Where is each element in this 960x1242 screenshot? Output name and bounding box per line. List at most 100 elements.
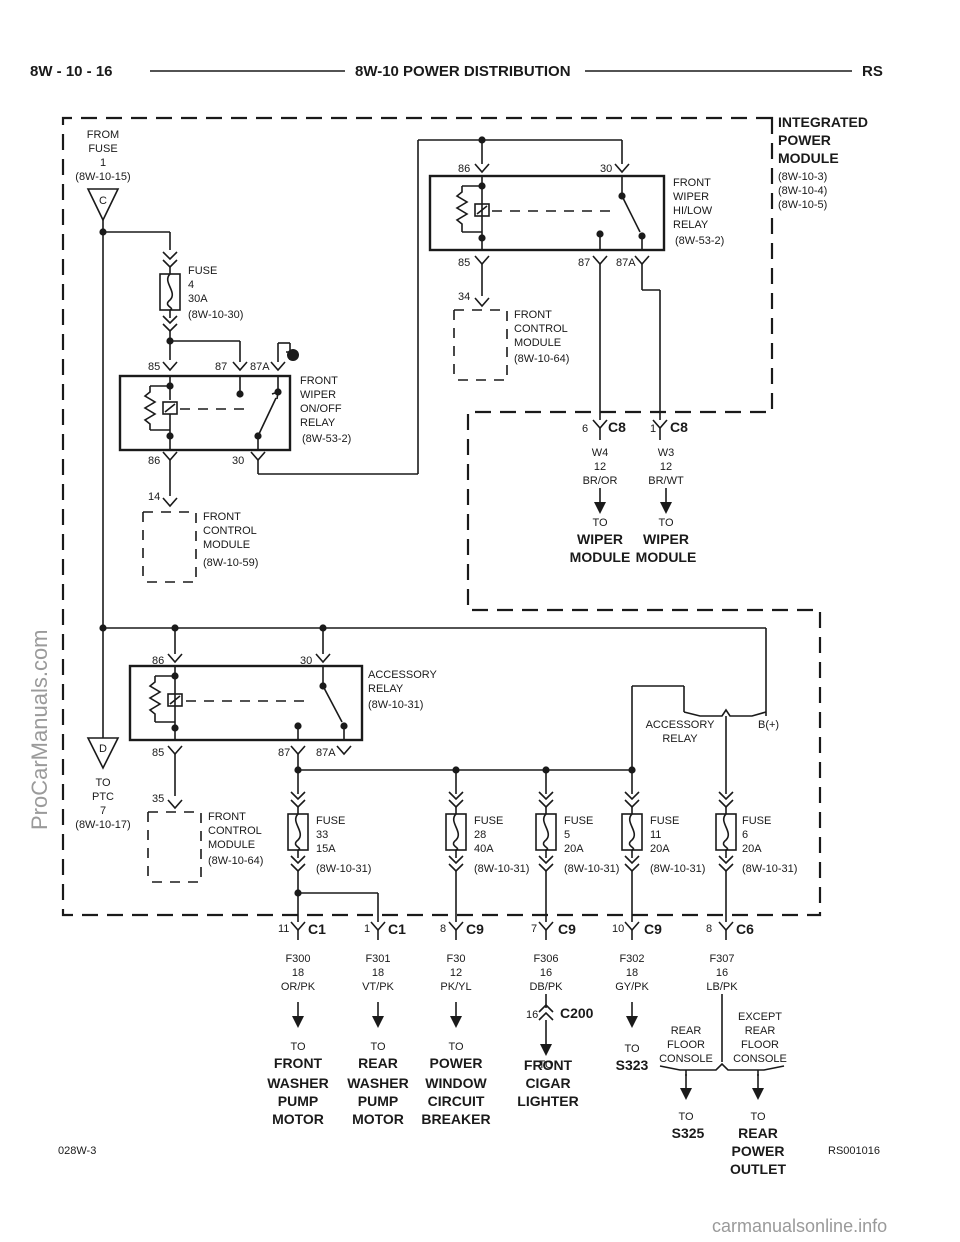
svg-text:BR/OR: BR/OR — [583, 475, 618, 487]
svg-text:ACCESSORY: ACCESSORY — [368, 669, 438, 681]
svg-text:(8W-10-31): (8W-10-31) — [742, 863, 797, 875]
svg-text:86: 86 — [148, 455, 160, 467]
svg-text:(8W-10-3): (8W-10-3) — [778, 171, 827, 183]
svg-text:7: 7 — [531, 923, 537, 935]
svg-text:86: 86 — [152, 655, 164, 667]
accessory-relay: 86 30 85 87 87A ACCESSORY RELAY (8W-10-3… — [128, 653, 438, 759]
header-left: 8W - 10 - 16 — [30, 63, 113, 80]
svg-text:REAR: REAR — [671, 1025, 702, 1037]
svg-text:TO: TO — [370, 1041, 386, 1053]
svg-text:FUSE: FUSE — [742, 815, 771, 827]
svg-text:WIPER: WIPER — [673, 191, 709, 203]
svg-text:C9: C9 — [466, 921, 484, 937]
svg-text:5: 5 — [564, 829, 570, 841]
output-c6: 8 C6 F307 16 LB/PK — [706, 921, 754, 1062]
svg-text:C8: C8 — [608, 419, 626, 435]
svg-text:C8: C8 — [670, 419, 688, 435]
svg-text:86: 86 — [458, 163, 470, 175]
svg-text:FUSE: FUSE — [474, 815, 503, 827]
fcm-a: 34 FRONT CONTROL MODULE (8W-10-64) — [453, 291, 569, 381]
svg-text:WIPER: WIPER — [300, 389, 336, 401]
svg-text:FRONT: FRONT — [274, 1055, 323, 1071]
header-center: 8W-10 POWER DISTRIBUTION — [355, 63, 571, 80]
footer-left: 028W-3 — [58, 1145, 96, 1157]
relay-hi-low: 86 30 85 87 87A FRONT WIPER HI/LOW RELAY… — [428, 163, 724, 269]
output-cigar-lighter: 7 C9 F306 16 DB/PK 16 C200 TO FRONT CIGA… — [517, 921, 593, 1109]
svg-text:(8W-10-31): (8W-10-31) — [650, 863, 705, 875]
svg-text:87: 87 — [578, 257, 590, 269]
svg-text:VT/PK: VT/PK — [362, 981, 394, 993]
svg-text:FUSE: FUSE — [88, 143, 117, 155]
svg-text:FUSE: FUSE — [650, 815, 679, 827]
svg-text:OR/PK: OR/PK — [281, 981, 316, 993]
svg-text:MOTOR: MOTOR — [272, 1111, 324, 1127]
fcm-b: 14 FRONT CONTROL MODULE (8W-10-59) — [142, 491, 258, 583]
svg-text:C200: C200 — [560, 1005, 594, 1021]
svg-text:DB/PK: DB/PK — [529, 981, 563, 993]
svg-text:30: 30 — [600, 163, 612, 175]
svg-text:(8W-53-2): (8W-53-2) — [302, 433, 351, 445]
svg-text:MODULE: MODULE — [570, 549, 631, 565]
output-rear-washer: 1 C1 F301 18 VT/PK TO REAR WASHER PUMP M… — [347, 921, 408, 1127]
svg-text:TO: TO — [592, 517, 608, 529]
fcm-c: 35 FRONT CONTROL MODULE (8W-10-64) — [147, 793, 263, 883]
svg-text:C1: C1 — [308, 921, 326, 937]
svg-text:C: C — [99, 195, 107, 207]
svg-text:(8W-10-31): (8W-10-31) — [368, 699, 423, 711]
svg-text:FRONT: FRONT — [208, 811, 246, 823]
svg-text:(8W-10-31): (8W-10-31) — [316, 863, 371, 875]
svg-text:87A: 87A — [316, 747, 336, 759]
svg-text:CONSOLE: CONSOLE — [733, 1053, 787, 1065]
fuse-28: FUSE 28 40A (8W-10-31) — [445, 791, 529, 875]
svg-text:CIRCUIT: CIRCUIT — [428, 1093, 485, 1109]
svg-text:MODULE: MODULE — [203, 539, 250, 551]
svg-text:28: 28 — [474, 829, 486, 841]
svg-text:(8W-10-4): (8W-10-4) — [778, 185, 827, 197]
svg-text:20A: 20A — [742, 843, 762, 855]
svg-text:MOTOR: MOTOR — [352, 1111, 404, 1127]
svg-text:FLOOR: FLOOR — [741, 1039, 779, 1051]
relay-on-off: 85 87 87A 86 30 FRONT — [118, 342, 351, 467]
svg-text:WASHER: WASHER — [267, 1075, 328, 1091]
rear-console-split: REAR FLOOR CONSOLE EXCEPT REAR FLOOR CON… — [659, 1011, 787, 1177]
svg-text:1: 1 — [100, 157, 106, 169]
svg-text:PUMP: PUMP — [358, 1093, 398, 1109]
connector-c: C — [86, 188, 120, 222]
svg-text:C9: C9 — [558, 921, 576, 937]
svg-text:F30: F30 — [447, 953, 466, 965]
svg-text:FLOOR: FLOOR — [667, 1039, 705, 1051]
footer-right: RS001016 — [828, 1145, 880, 1157]
svg-text:TO: TO — [448, 1041, 464, 1053]
svg-text:EXCEPT: EXCEPT — [738, 1011, 782, 1023]
svg-text:OUTLET: OUTLET — [730, 1161, 786, 1177]
svg-text:30: 30 — [300, 655, 312, 667]
svg-text:TO: TO — [95, 777, 111, 789]
connector-d: D TO PTC 7 (8W-10-17) — [75, 737, 131, 831]
fuse-4: FUSE 4 30A (8W-10-30) — [159, 251, 243, 332]
svg-text:11: 11 — [278, 923, 289, 935]
svg-text:W4: W4 — [592, 447, 609, 459]
svg-text:6: 6 — [582, 423, 588, 435]
svg-text:(8W-53-2): (8W-53-2) — [675, 235, 724, 247]
svg-text:16: 16 — [526, 1009, 538, 1021]
svg-text:(8W-10-5): (8W-10-5) — [778, 199, 827, 211]
svg-text:1: 1 — [650, 423, 656, 435]
svg-text:MODULE: MODULE — [778, 150, 839, 166]
svg-text:15A: 15A — [316, 843, 336, 855]
svg-text:(8W-10-31): (8W-10-31) — [564, 863, 619, 875]
svg-text:POWER: POWER — [732, 1143, 785, 1159]
svg-text:LB/PK: LB/PK — [706, 981, 738, 993]
svg-text:FRONT: FRONT — [673, 177, 711, 189]
svg-text:85: 85 — [458, 257, 470, 269]
svg-text:11: 11 — [650, 829, 661, 841]
svg-text:BR/WT: BR/WT — [648, 475, 684, 487]
svg-text:18: 18 — [292, 967, 304, 979]
svg-text:12: 12 — [660, 461, 672, 473]
svg-text:CIGAR: CIGAR — [525, 1075, 570, 1091]
svg-text:PK/YL: PK/YL — [440, 981, 471, 993]
svg-text:4: 4 — [188, 279, 194, 291]
svg-text:87: 87 — [278, 747, 290, 759]
svg-text:16: 16 — [540, 967, 552, 979]
from-fuse-label: FROM FUSE 1 (8W-10-15) — [75, 129, 130, 183]
